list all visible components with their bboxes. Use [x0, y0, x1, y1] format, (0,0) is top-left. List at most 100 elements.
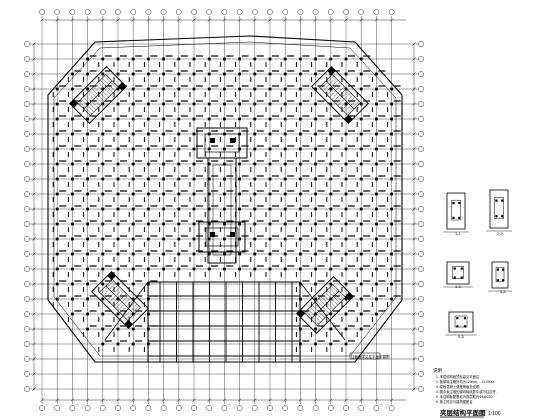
- column-mark: [375, 87, 378, 91]
- column-mark: [192, 162, 196, 166]
- axis-bubble: [327, 9, 334, 15]
- column-mark: [375, 132, 378, 136]
- column-mark: [359, 207, 363, 211]
- column-mark: [86, 72, 89, 76]
- section-detail-outline: [446, 261, 470, 285]
- column-mark: [101, 237, 105, 241]
- dimension-tick: [70, 398, 75, 402]
- column-mark: [71, 177, 74, 181]
- stair-core-outline: [296, 276, 354, 334]
- axis-bubble: [191, 9, 197, 15]
- corner-stair-cores: [69, 66, 369, 334]
- dimension-tick: [32, 282, 36, 286]
- column-mark: [329, 87, 333, 91]
- column-mark: [329, 282, 333, 286]
- column-mark: [55, 297, 59, 301]
- dimension-tick: [32, 222, 36, 226]
- column-mark: [390, 147, 393, 151]
- column-mark: [253, 162, 257, 166]
- note-line-3: 3. 梁板混凝土强度等级见说明.: [436, 384, 480, 389]
- dimension-tick: [32, 372, 36, 376]
- dimension-tick: [85, 18, 90, 22]
- axis-bubble: [267, 9, 273, 15]
- column-mark: [329, 237, 333, 241]
- column-mark: [86, 252, 89, 256]
- column-mark: [314, 147, 317, 151]
- column-mark: [329, 147, 333, 151]
- core-lower-inner: [205, 227, 239, 247]
- axis-bubble: [358, 9, 365, 15]
- column-mark: [131, 237, 135, 241]
- axis-bubble: [54, 405, 61, 411]
- column-mark: [177, 222, 181, 226]
- stair-core-outline: [311, 66, 369, 124]
- column-mark: [223, 147, 226, 151]
- column-mark: [390, 87, 393, 91]
- column-mark: [71, 282, 74, 286]
- column-mark: [147, 72, 150, 76]
- column-mark: [299, 117, 302, 121]
- column-mark: [177, 117, 181, 121]
- column-mark: [55, 267, 59, 271]
- axis-bubble: [24, 236, 30, 242]
- column-mark: [147, 252, 150, 256]
- dimension-tick: [177, 18, 181, 22]
- rebar-dot: [460, 276, 463, 279]
- column-mark: [101, 192, 105, 196]
- dimension-tick: [412, 282, 416, 286]
- column-mark: [314, 72, 317, 76]
- rebar-dot: [495, 199, 498, 202]
- column-mark: [147, 57, 150, 61]
- column-mark: [314, 102, 317, 106]
- column-mark: [101, 132, 105, 136]
- column-mark: [207, 267, 211, 271]
- dimension-tick: [131, 398, 135, 402]
- column-mark: [238, 222, 241, 226]
- detail-label-4: 4-4: [500, 289, 507, 294]
- dimension-tick: [329, 398, 333, 402]
- dimension-tick: [313, 398, 318, 402]
- column-mark: [55, 117, 59, 121]
- axis-bubble: [84, 405, 91, 411]
- axis-bubble: [69, 405, 76, 411]
- column-mark: [375, 252, 378, 256]
- dimension-tick: [412, 42, 416, 46]
- column-mark: [71, 117, 74, 121]
- column-mark: [131, 267, 135, 271]
- column-mark: [116, 102, 120, 106]
- axis-bubble: [69, 9, 76, 15]
- column-mark: [55, 177, 59, 181]
- dimension-tick: [268, 18, 272, 22]
- column-mark: [314, 282, 317, 286]
- column-mark: [344, 177, 348, 181]
- column-mark: [329, 192, 333, 196]
- column-mark: [71, 237, 74, 241]
- axis-bubble: [312, 405, 319, 411]
- axis-bubble: [24, 356, 30, 362]
- column-mark: [253, 72, 257, 76]
- column-mark: [253, 117, 257, 121]
- column-mark: [359, 237, 363, 241]
- column-mark: [329, 102, 333, 106]
- axis-bubble: [373, 405, 380, 411]
- column-mark: [116, 207, 120, 211]
- column-mark: [375, 102, 378, 106]
- column-mark: [86, 132, 89, 136]
- column-mark: [268, 147, 272, 151]
- core-shaft: [207, 157, 237, 264]
- column-mark: [314, 132, 317, 136]
- column-mark: [131, 117, 135, 121]
- column-mark: [268, 222, 272, 226]
- column-mark: [192, 177, 196, 181]
- dimension-tick: [298, 398, 303, 402]
- column-mark: [192, 87, 196, 91]
- rebar-dot: [456, 317, 459, 320]
- dimension-tick: [237, 18, 242, 22]
- column-mark: [177, 102, 181, 106]
- column-mark: [299, 87, 302, 91]
- column-mark: [177, 147, 181, 151]
- column-mark: [314, 222, 317, 226]
- note-line-6: 6. 施工时应与建筑图配合.: [436, 399, 474, 404]
- column-mark: [299, 237, 302, 241]
